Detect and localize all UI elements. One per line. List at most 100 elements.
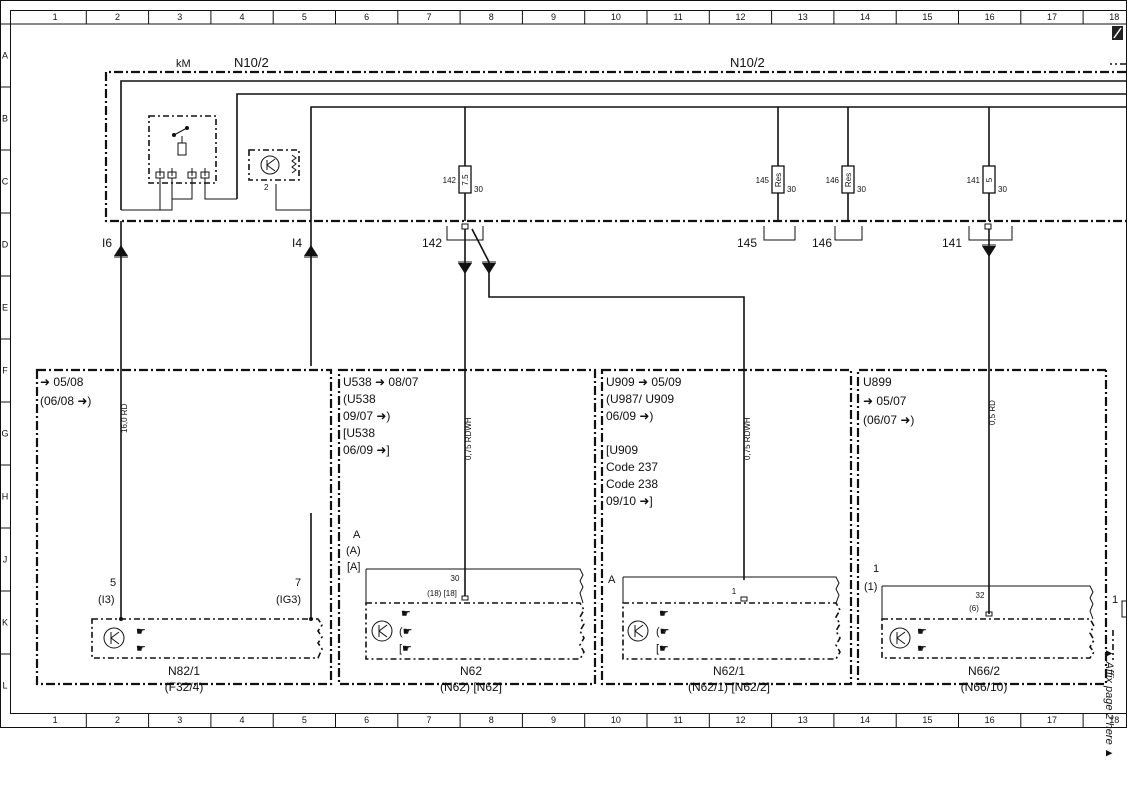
sensor-pin-label: 2 [264, 183, 269, 192]
grid-column-label: 4 [240, 12, 245, 22]
grid-column-label: 5 [302, 715, 307, 725]
wire-label-2: 0,75 RDWH [464, 417, 473, 460]
relay-label: kM [176, 58, 191, 70]
unit-n82-1-pin-b-alt: (IG3) [276, 594, 301, 606]
grid-column-label: 6 [364, 12, 369, 22]
unit-n82-1-notes: ➜ 05/08(06/08 ➜) [40, 375, 91, 408]
sensor-icon [627, 620, 649, 642]
affix-note: ▲ Affix page 2 here ▲ [1103, 648, 1115, 759]
grid-column-label: 6 [364, 715, 369, 725]
edge-pin-label: 1 [1112, 594, 1118, 606]
fuse-id: 142 [443, 176, 457, 185]
bridge-142-label: 142 [422, 236, 442, 250]
grid-column-label: 8 [489, 12, 494, 22]
unit-n66-2-pin-alt: (6) [969, 604, 979, 613]
unit-n62-variant-a: A [353, 529, 361, 541]
unit-n62-pin: 30 [451, 574, 460, 583]
grid-row-label: E [2, 303, 8, 313]
unit-n62-name: N62 [460, 664, 482, 678]
sensor-symbol [248, 149, 311, 211]
unit-n66-2-pin: 32 [976, 591, 985, 600]
grid-column-label: 14 [860, 715, 870, 725]
grid-row-label: L [2, 681, 7, 691]
module-label-right: N10/2 [730, 55, 765, 70]
grid-column-label: 1 [53, 715, 58, 725]
unit-note-line: U899 [863, 375, 892, 389]
grid-row-label: D [2, 240, 9, 250]
fuse-id: 146 [826, 176, 840, 185]
hand-icon: ☛ [136, 626, 146, 638]
unit-note-line: ➜ 05/07 [863, 394, 907, 408]
hand-icon: (☛ [399, 626, 413, 638]
fuse-146: Res 146 30 [826, 165, 866, 194]
fuse-pin: 30 [857, 185, 866, 194]
unit-n62-variant-c: [A] [347, 561, 360, 573]
grid-column-label: 14 [860, 12, 870, 22]
grid-column-label: 12 [735, 12, 745, 22]
hand-icon: ☛ [401, 608, 411, 620]
unit-note-line: U538 ➜ 08/07 [343, 375, 419, 389]
grid-column-label: 9 [551, 12, 556, 22]
grid-row-label: K [2, 618, 8, 628]
unit-note-line: U909 ➜ 05/09 [606, 375, 682, 389]
unit-n66-2-name: N66/2 [968, 664, 1000, 678]
grid-column-label: 11 [673, 12, 682, 22]
grid-column-label: 1 [53, 12, 58, 22]
grid-column-label: 15 [922, 12, 932, 22]
unit-n62-pin-alt: (18) [18] [427, 589, 457, 598]
grid-row-label: G [1, 429, 8, 439]
hand-icon: ☛ [917, 626, 927, 638]
grid-column-label: 5 [302, 12, 307, 22]
bridge-141-label: 141 [942, 236, 962, 250]
unit-n66-2-notes: U899➜ 05/07(06/07 ➜) [863, 375, 914, 427]
unit-n62-name-alt: (N62) [N62] [440, 680, 502, 694]
edge-component [1112, 600, 1126, 660]
grid-frame [0, 0, 1127, 728]
unit-n66-2-component [881, 585, 1095, 659]
fuse-id: 141 [967, 176, 981, 185]
grid-column-label: 2 [115, 715, 120, 725]
page-corner-icon [1112, 26, 1123, 40]
grid-row-label: A [2, 51, 8, 61]
unit-n82-1-pin-a: 5 [110, 577, 116, 589]
terminal-i6: I6 [102, 236, 112, 250]
fuse-rating: Res [844, 173, 853, 187]
unit-note-line: 06/09 ➜) [606, 409, 653, 423]
bridge-146-label: 146 [812, 236, 832, 250]
unit-n82-1-component [91, 617, 323, 659]
fuse-pin: 30 [474, 185, 483, 194]
fuse-142: 7.5 142 30 [443, 165, 483, 194]
hand-icon: ☛ [917, 643, 927, 655]
unit-note-line: (U538 [343, 392, 376, 406]
grid-column-label: 10 [611, 715, 621, 725]
sensor-icon [371, 620, 393, 642]
wires-to-units [120, 221, 990, 620]
grid-column-label: 17 [1047, 715, 1057, 725]
unit-n82-1-pin-b: 7 [295, 577, 301, 589]
unit-note-line: 09/10 ➜] [606, 494, 653, 508]
grid-row-label: J [3, 555, 8, 565]
grid-column-label: 3 [177, 12, 182, 22]
unit-note-line: 06/09 ➜] [343, 443, 390, 457]
sensor-icon [103, 627, 125, 649]
grid-column-label: 16 [985, 12, 995, 22]
unit-n66-2-variant-a: 1 [873, 563, 879, 575]
sensor-icon [889, 627, 911, 649]
unit-note-line: Code 238 [606, 477, 658, 491]
unit-boxes [35, 368, 1108, 686]
hand-icon: ☛ [659, 608, 669, 620]
fuse-rating: 7.5 [461, 174, 470, 186]
grid-column-label: 7 [426, 12, 431, 22]
unit-n62-1-pin: 1 [732, 587, 737, 596]
terminal-i4: I4 [292, 236, 302, 250]
fuse-drops [464, 107, 990, 221]
busbars [120, 80, 1126, 221]
unit-note-line: [U909 [606, 443, 638, 457]
